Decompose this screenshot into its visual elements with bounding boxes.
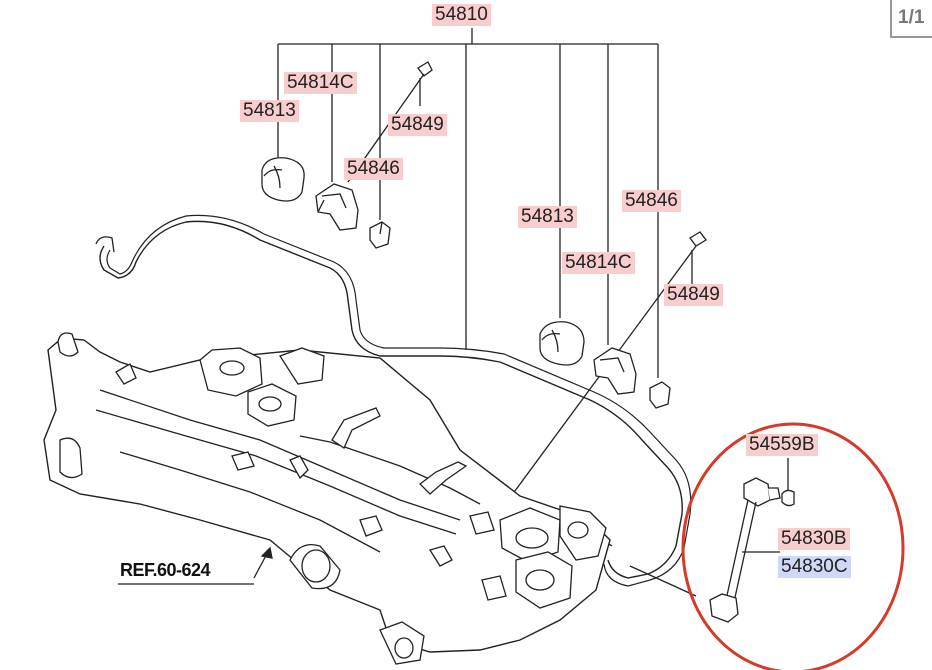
callout-54813-left[interactable]: 54813 — [240, 100, 299, 122]
callout-54849-left[interactable]: 54849 — [388, 114, 447, 136]
reference-label: REF.60-624 — [120, 560, 211, 580]
bushing-54813-left — [261, 157, 305, 202]
stabilizer-link-54830 — [629, 458, 795, 623]
bracket-54814c-left — [315, 183, 359, 231]
page-indicator: 1/1 — [890, 0, 932, 38]
callout-54846-right[interactable]: 54846 — [622, 190, 681, 212]
leader-lines-54810 — [277, 28, 659, 378]
ref-arrow — [118, 546, 273, 585]
callout-54846-left[interactable]: 54846 — [344, 158, 403, 180]
callout-54830c[interactable]: 54830C — [778, 556, 851, 578]
callout-54559b[interactable]: 54559B — [746, 434, 818, 456]
clamp-54846-left — [369, 221, 391, 249]
clamp-54846-right — [649, 381, 671, 409]
bracket-54814c-right — [593, 347, 637, 395]
callout-54813-right[interactable]: 54813 — [518, 206, 577, 228]
highlight-circle — [681, 422, 905, 670]
callout-54814c-right[interactable]: 54814C — [562, 252, 635, 274]
callout-54830b[interactable]: 54830B — [778, 528, 850, 550]
callout-54814c-left[interactable]: 54814C — [284, 72, 357, 94]
callout-54810[interactable]: 54810 — [432, 4, 491, 26]
callout-54849-right[interactable]: 54849 — [664, 284, 723, 306]
subframe-crossmember — [43, 332, 611, 665]
bushing-54813-right — [539, 321, 585, 366]
